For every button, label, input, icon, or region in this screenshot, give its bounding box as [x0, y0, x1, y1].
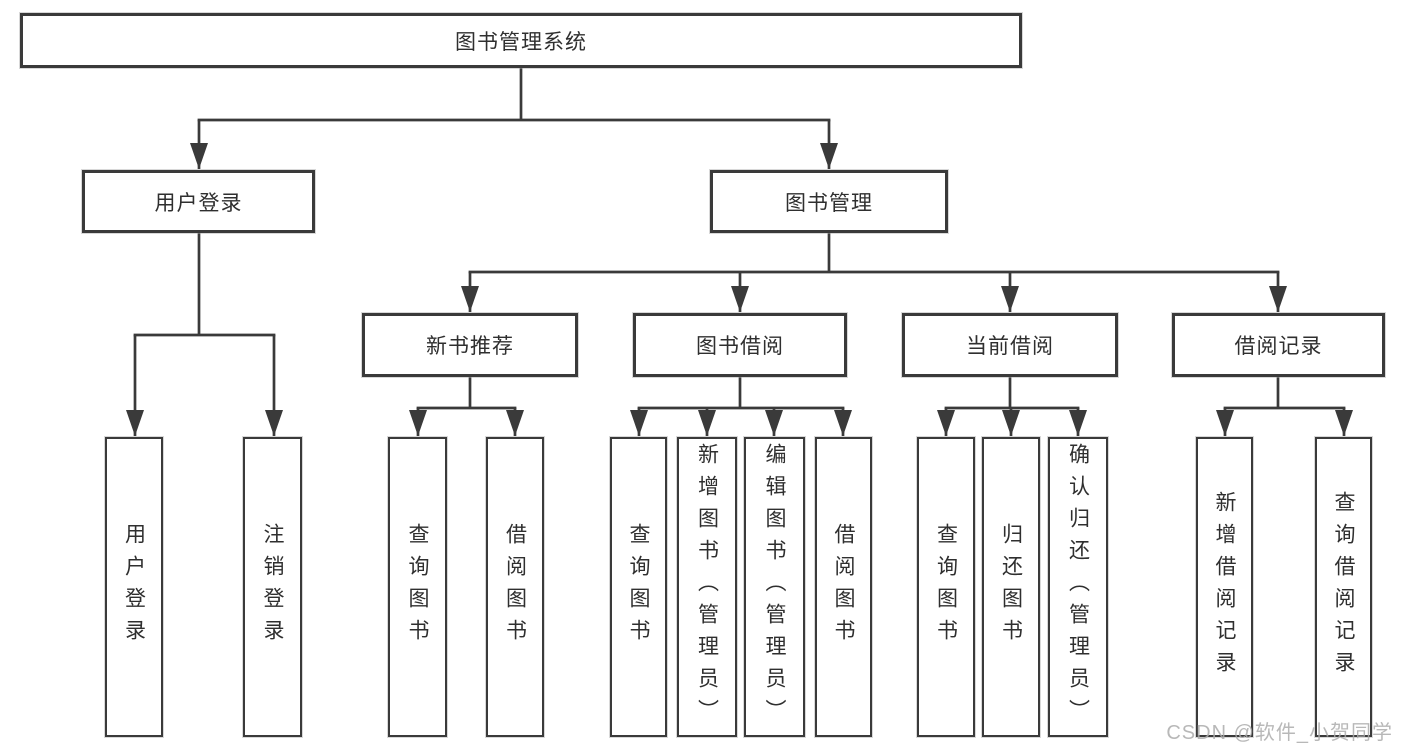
node-label: 归还图书	[999, 523, 1023, 651]
node-leaf-logout-action: 注销登录	[243, 437, 302, 737]
node-leaf-return-book: 归还图书	[982, 437, 1040, 737]
node-label: 当前借阅	[966, 335, 1054, 358]
node-user-login: 用户登录	[82, 170, 315, 233]
node-label: 借阅图书	[832, 523, 855, 651]
node-label: 查询图书	[406, 523, 429, 651]
node-current-borrow: 当前借阅	[902, 313, 1118, 377]
node-leaf-add-borrow-record: 新增借阅记录	[1196, 437, 1253, 737]
node-label: 图书管理	[785, 191, 873, 215]
node-leaf-borrow-book-borrow: 借阅图书	[815, 437, 872, 737]
connector-user-login-children	[126, 233, 283, 436]
node-leaf-query-book-borrow: 查询图书	[610, 437, 667, 737]
node-leaf-user-login-action: 用户登录	[105, 437, 163, 737]
node-label: 查询借阅记录	[1332, 491, 1355, 683]
connector-book-management-children	[461, 233, 1287, 312]
node-label: 查询图书	[627, 523, 650, 651]
node-label: 编辑图书（管理员）	[763, 443, 786, 731]
node-leaf-edit-book-admin: 编辑图书（管理员）	[744, 437, 805, 737]
node-label: 图书借阅	[696, 335, 784, 358]
node-leaf-add-book-admin: 新增图书（管理员）	[677, 437, 737, 737]
node-label: 查询图书	[934, 523, 958, 651]
node-book-management: 图书管理	[710, 170, 948, 233]
node-label: 图书管理系统	[455, 30, 587, 54]
connector-borrow-records-children	[1216, 377, 1353, 436]
connector-root-to-level2	[190, 68, 838, 169]
node-leaf-query-borrow-record: 查询借阅记录	[1315, 437, 1372, 737]
node-new-book-recommend: 新书推荐	[362, 313, 578, 377]
node-leaf-query-book-current: 查询图书	[917, 437, 975, 737]
connector-current-borrow-children	[937, 377, 1087, 436]
node-root-library-system: 图书管理系统	[20, 13, 1022, 68]
node-leaf-borrow-book-newbook: 借阅图书	[486, 437, 544, 737]
node-label: 新增图书（管理员）	[695, 443, 719, 731]
node-label: 用户登录	[154, 191, 243, 215]
node-book-borrow: 图书借阅	[633, 313, 847, 377]
csdn-watermark: CSDN @软件_小贺同学	[1166, 722, 1393, 744]
connector-book-borrow-children	[630, 377, 852, 436]
node-leaf-confirm-return-admin: 确认归还（管理员）	[1048, 437, 1108, 737]
node-label: 新书推荐	[426, 335, 514, 358]
connector-new-book-children	[409, 377, 524, 436]
node-label: 借阅记录	[1234, 335, 1323, 358]
node-leaf-query-book-newbook: 查询图书	[388, 437, 447, 737]
node-label: 注销登录	[261, 523, 284, 651]
node-label: 新增借阅记录	[1213, 491, 1236, 683]
node-label: 确认归还（管理员）	[1066, 443, 1090, 731]
node-borrow-records: 借阅记录	[1172, 313, 1385, 377]
node-label: 用户登录	[122, 523, 146, 651]
node-label: 借阅图书	[503, 523, 527, 651]
